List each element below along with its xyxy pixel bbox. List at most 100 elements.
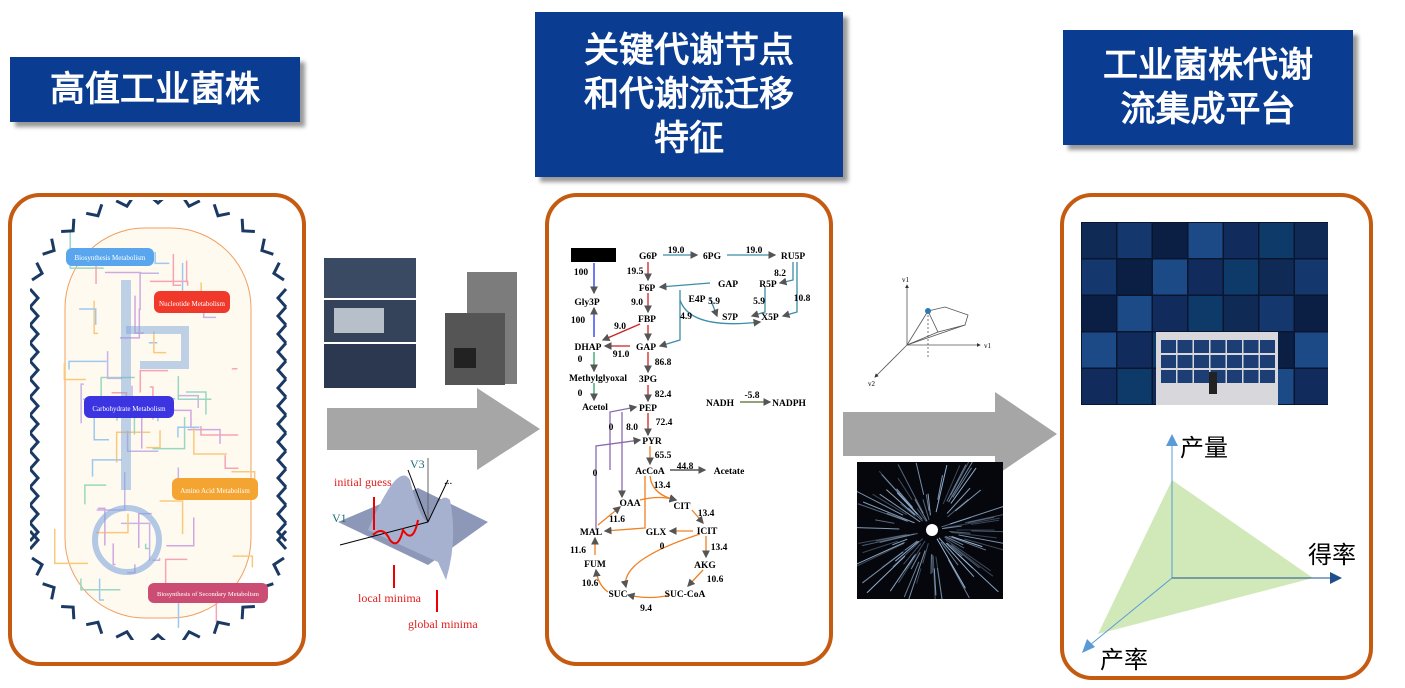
pathway-line (96, 513, 129, 534)
flux-value: 44.8 (677, 462, 694, 472)
label-secondary (148, 583, 268, 603)
dashboard-tile (1188, 259, 1223, 295)
ray (955, 489, 982, 512)
flux-value: 5.9 (753, 297, 765, 307)
metabolite-node: 6PG (703, 252, 722, 262)
flux-value: 8.0 (626, 423, 638, 433)
ray (967, 516, 995, 524)
video-wall-screen (1161, 370, 1176, 383)
ellipsis: ... (444, 475, 453, 487)
ray (946, 487, 971, 514)
ray (875, 519, 895, 524)
spike (240, 218, 255, 234)
ray (872, 493, 907, 516)
pathway-line (139, 369, 168, 393)
metabolite-node: Gly3P (574, 298, 600, 308)
spike (30, 378, 41, 398)
ray (958, 534, 1003, 544)
ray (914, 498, 928, 522)
metabolite-node: GAP (636, 343, 656, 353)
ray (946, 464, 967, 502)
video-wall-screen (1227, 355, 1242, 368)
mass-spectrometer-image (324, 258, 517, 388)
spike (30, 486, 41, 506)
metabolite-node: Acetol (582, 403, 608, 413)
pathway-line (153, 331, 167, 354)
ray (903, 543, 922, 565)
spike (30, 396, 41, 416)
pathway-line (149, 280, 189, 286)
pathway-line (84, 484, 107, 505)
dashboard-tile (1082, 259, 1116, 295)
dashboard-tile (1117, 369, 1152, 404)
ray (916, 568, 922, 584)
spike (271, 261, 285, 282)
arrow-right-1 (327, 388, 540, 470)
spike (61, 604, 76, 620)
spike (30, 432, 41, 452)
ray (945, 538, 991, 572)
video-wall-screen (1260, 340, 1275, 353)
axis-label: v1 (902, 276, 910, 284)
label-text: Amino Acid Metabolism (180, 487, 250, 495)
spike (181, 629, 201, 640)
pathway-line (53, 528, 89, 565)
spike (150, 632, 166, 640)
ray (897, 477, 913, 500)
pathway-line (80, 383, 84, 424)
metabolite-node: SUC (608, 590, 627, 600)
flux-value: 11.6 (609, 515, 625, 525)
pathway-line (79, 308, 97, 325)
dashboard-tile (1295, 259, 1328, 295)
ray (941, 516, 971, 528)
label-biosynthesis (66, 248, 154, 266)
ray (932, 555, 936, 599)
spike (271, 556, 285, 577)
ray (965, 514, 1003, 524)
arrow-right-2 (843, 392, 1057, 476)
spike (30, 504, 41, 524)
dashboard-tile (1295, 223, 1328, 258)
ray (858, 534, 907, 544)
spike (275, 450, 288, 470)
pathway-line (68, 360, 107, 370)
title-key-nodes: 关键代谢节点 和代谢流迁移 特征 (535, 12, 843, 177)
spike (275, 504, 288, 524)
title-line: 流集成平台 (1120, 89, 1296, 130)
dashboard-tile (1153, 259, 1187, 295)
dashboard-tile (1224, 296, 1258, 331)
pathway-line (115, 431, 151, 463)
dashboard-tile (1295, 369, 1328, 404)
ray (951, 531, 997, 539)
local-minima-label: local minima (358, 591, 422, 605)
metabolite-node: PYR (642, 437, 662, 447)
flux-value: 9.0 (631, 298, 643, 308)
ray (904, 540, 918, 551)
title-platform: 工业菌株代谢 流集成平台 (1063, 30, 1353, 145)
ray (857, 542, 905, 567)
ray (915, 462, 925, 495)
spike (30, 450, 41, 470)
spike (275, 342, 288, 362)
ray (937, 475, 943, 500)
ray (862, 540, 899, 554)
ray (945, 542, 974, 569)
metabolite-node: Glycerol (576, 252, 611, 262)
dashboard-tile (1295, 296, 1328, 331)
video-wall-screen (1260, 355, 1275, 368)
spike (30, 342, 41, 362)
ray (947, 498, 969, 518)
ray (950, 467, 977, 504)
pathway-line (97, 507, 106, 546)
spike (85, 620, 104, 635)
ray (862, 533, 915, 547)
ray (922, 543, 929, 564)
dashboard-tile (1117, 223, 1152, 258)
flux-value: 0 (578, 355, 583, 365)
ray (866, 555, 906, 594)
title-line: 关键代谢节点 (583, 30, 794, 71)
video-wall-screen (1194, 340, 1209, 353)
ray (892, 538, 908, 546)
ray (944, 536, 965, 549)
